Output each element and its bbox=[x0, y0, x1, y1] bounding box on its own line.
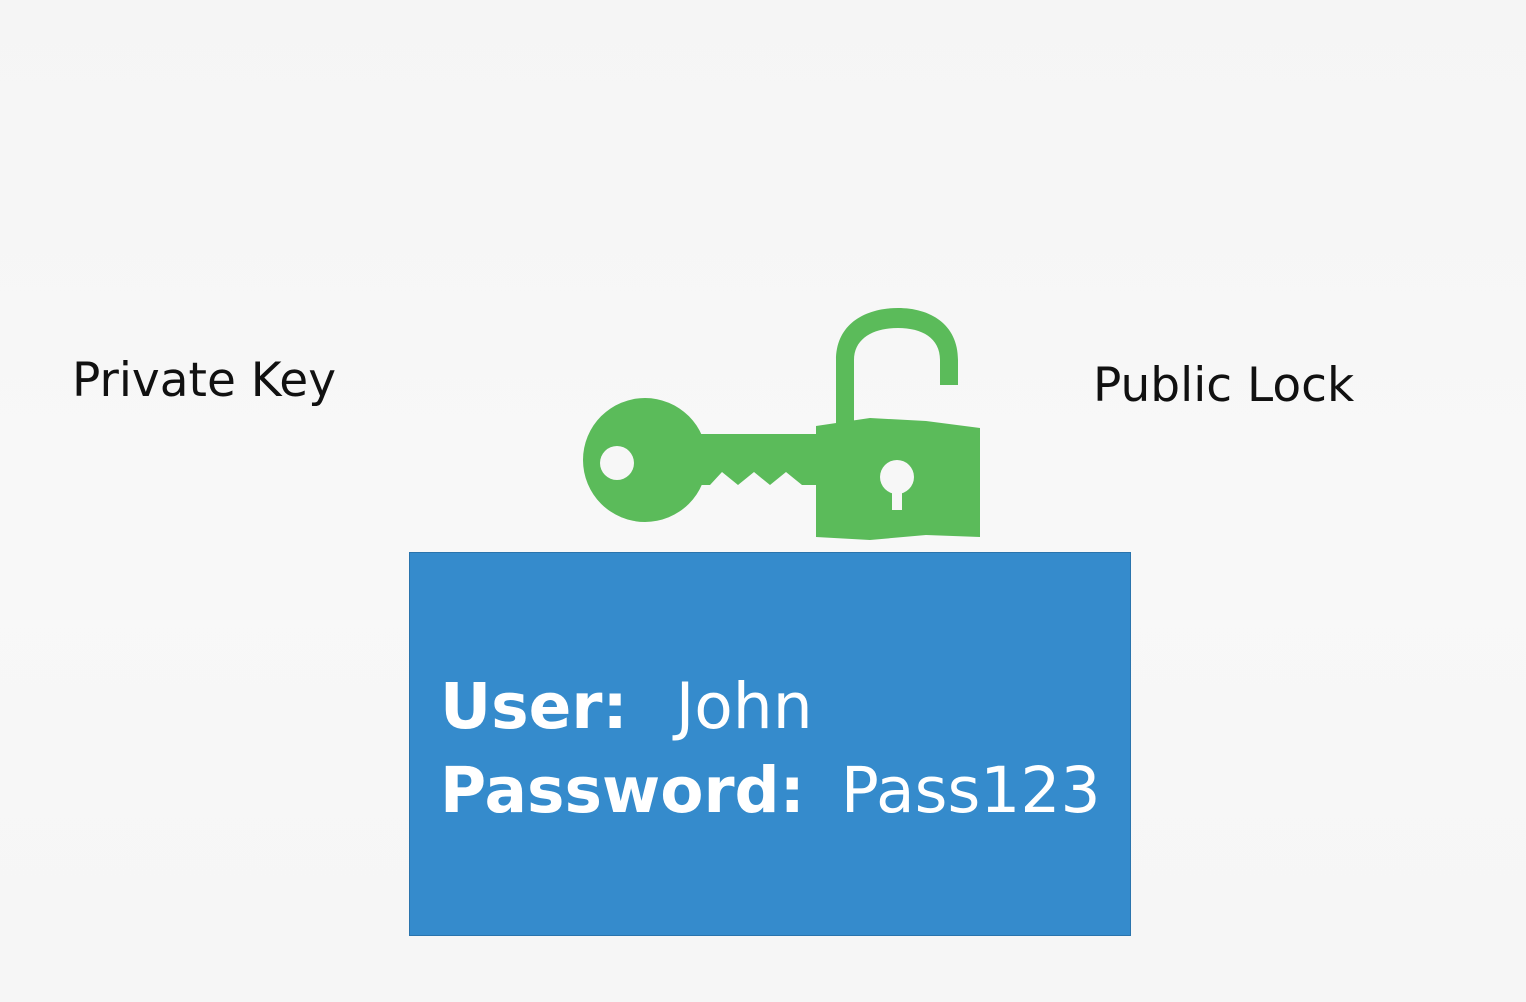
password-field-label: Password: bbox=[440, 754, 805, 827]
credentials-box: User: John Password: Pass123 bbox=[409, 552, 1131, 936]
key-icon bbox=[583, 398, 822, 522]
password-line: Password: Pass123 bbox=[440, 759, 1101, 822]
password-field-value: Pass123 bbox=[840, 754, 1101, 827]
public-lock-label: Public Lock bbox=[1093, 358, 1355, 413]
key-and-lock-graphic bbox=[583, 308, 980, 540]
user-field-value: John bbox=[675, 670, 813, 743]
open-padlock-icon bbox=[816, 308, 980, 540]
private-key-label: Private Key bbox=[72, 353, 337, 408]
user-field-label: User: bbox=[440, 670, 628, 743]
user-line: User: John bbox=[440, 675, 813, 738]
